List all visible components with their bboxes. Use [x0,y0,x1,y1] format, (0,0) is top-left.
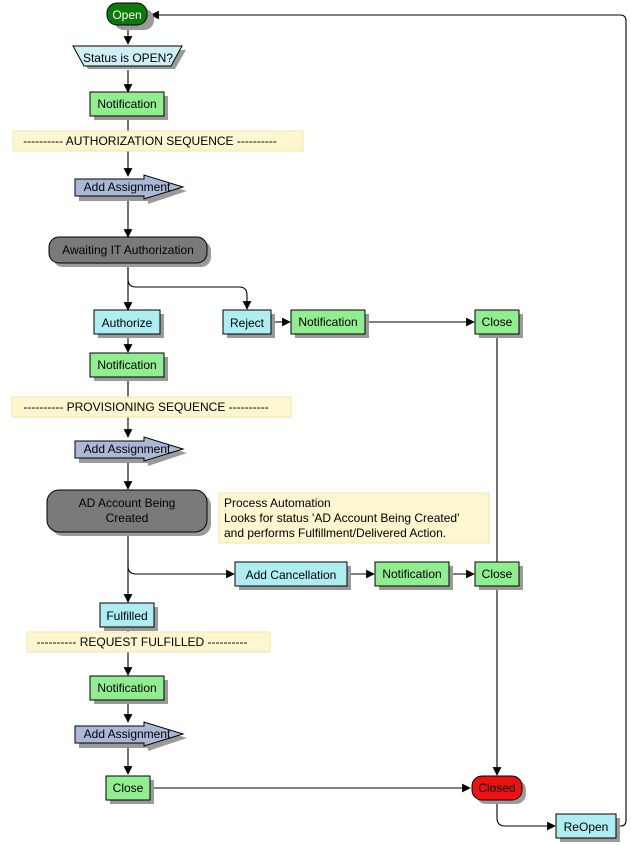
notification-shape [374,561,450,587]
assignment-node-3[interactable]: Add Assignment [74,721,187,751]
node-label: Add Cancellation [246,568,337,582]
notification-node-3[interactable]: Notification [89,675,168,704]
notification-node-close-reject[interactable]: Close [474,309,523,338]
node-label: Close [482,315,513,329]
node-label: Closed [478,781,515,795]
close-shape [474,309,520,335]
end-shape [471,775,523,801]
close-shape [105,775,151,801]
notification-node-2[interactable]: Notification [89,352,168,381]
comment-authorization-sequence: ---------- AUTHORIZATION SEQUENCE ------… [12,130,304,152]
action-shape [234,561,348,587]
assignment-node-1[interactable]: Add Assignment [74,174,187,204]
node-label: Reject [230,316,265,330]
wait-shape [48,236,208,264]
action-shape [555,813,617,839]
comment-shape [218,492,490,544]
node-label: Close [113,781,144,795]
notification-node-close-final[interactable]: Close [105,775,154,804]
node-label: Fulfilled [106,609,147,623]
comment-request-fulfilled: ---------- REQUEST FULFILLED ---------- [26,631,271,653]
decision-shape [72,45,183,67]
node-label: Close [482,567,513,581]
wait-node-ad-account-being-created[interactable]: AD Account Being Created [46,489,211,536]
node-label: Add Assignment [84,727,171,741]
notification-node-close-cancel[interactable]: Close [474,561,523,590]
comment-process-automation: Process Automation Looks for status 'AD … [218,492,490,544]
node-label: Add Assignment [84,180,171,194]
wait-shape [46,489,208,533]
notification-shape [89,675,165,701]
assignment-shape [74,436,185,462]
edge-awaiting-reject [127,268,252,310]
action-node-fulfilled[interactable]: Fulfilled [99,602,158,631]
action-shape [99,602,155,628]
node-label: Notification [97,358,156,372]
node-label-line1: AD Account Being [79,496,176,510]
assignment-node-2[interactable]: Add Assignment [74,436,187,466]
comment-label: ---------- PROVISIONING SEQUENCE -------… [23,400,268,414]
start-shape [106,2,148,26]
action-shape [93,309,161,335]
comment-label: ---------- AUTHORIZATION SEQUENCE ------… [23,134,277,148]
notification-node-reject[interactable]: Notification [290,309,369,338]
node-label: Authorize [102,316,153,330]
comment-label: ---------- REQUEST FULFILLED ---------- [36,635,247,649]
comment-provisioning-sequence: ---------- PROVISIONING SEQUENCE -------… [11,396,292,418]
action-node-reject[interactable]: Reject [222,309,275,338]
edge-closed-reopen [496,801,556,831]
comment-shape [26,631,271,653]
node-label: Status is OPEN? [83,51,173,65]
comment-line1: Process Automation [224,496,331,510]
node-label-line2: Created [106,511,149,525]
end-node-closed[interactable]: Closed [471,775,526,804]
node-label: Notification [298,315,357,329]
node-label: Open [112,8,141,22]
comment-line2: Looks for status 'AD Account Being Creat… [224,511,459,525]
node-label: Notification [97,681,156,695]
action-node-authorize[interactable]: Authorize [93,309,164,338]
start-node-open[interactable]: Open [106,2,154,30]
comment-line3: and performs Fulfillment/Delivered Actio… [224,526,446,540]
node-label: Notification [97,97,156,111]
node-label: Add Assignment [84,442,171,456]
close-shape [474,561,520,587]
notification-node-cancel[interactable]: Notification [374,561,453,590]
comment-shape [11,396,292,418]
comment-shape [12,130,304,152]
decision-node-status-open[interactable]: Status is OPEN? [72,45,186,69]
edge-adaccount-cancellation [127,560,235,579]
assignment-shape [74,174,185,200]
action-node-add-cancellation[interactable]: Add Cancellation [234,561,351,590]
notification-shape [89,352,165,378]
node-label: Awaiting IT Authorization [62,243,194,257]
wait-node-awaiting-it-authorization[interactable]: Awaiting IT Authorization [48,236,211,267]
notification-shape [89,91,165,117]
action-node-reopen[interactable]: ReOpen [555,813,620,842]
edge-reopen-open [150,10,627,827]
notification-shape [290,309,366,335]
node-label: Notification [382,567,441,581]
node-label: ReOpen [564,820,609,834]
notification-node-1[interactable]: Notification [89,91,168,120]
action-shape [222,309,272,335]
edges [123,10,627,831]
assignment-shape [74,721,185,747]
